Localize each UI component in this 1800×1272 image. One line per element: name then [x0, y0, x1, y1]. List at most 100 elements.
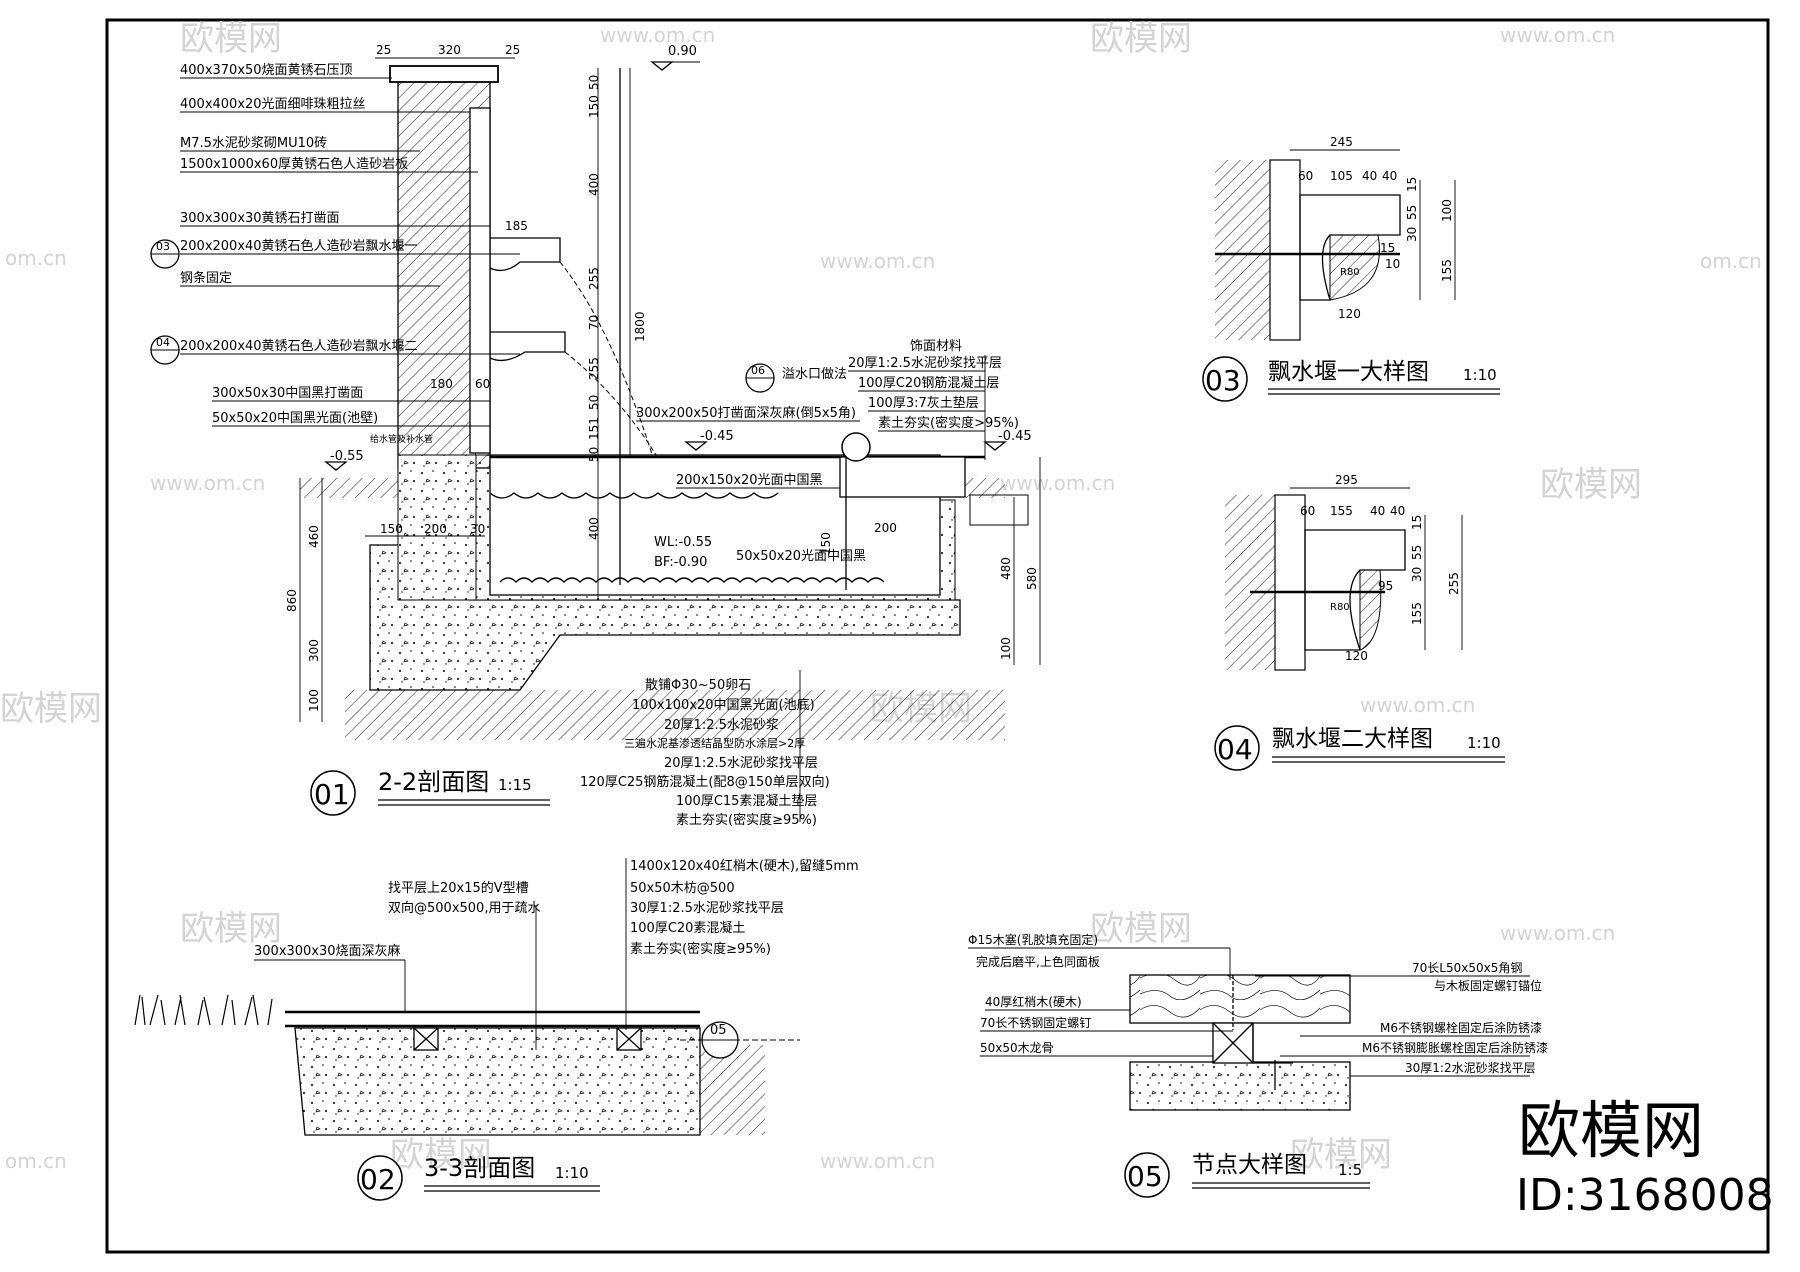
- title-scale: 1:5: [1338, 1161, 1362, 1179]
- dim-value: 25: [505, 43, 520, 57]
- dim-value: 100: [307, 689, 321, 712]
- label-edge: 50x50x20光面中国黑: [736, 549, 866, 564]
- label-layer: 70长L50x50x5角钢: [1412, 961, 1522, 975]
- level-mark: -0.55: [330, 449, 364, 464]
- dim-value: 150: [380, 522, 403, 536]
- s01-right-labels: 饰面材料 20厚1:2.5水泥砂浆找平层 100厚C20钢筋混凝土层 100厚3…: [848, 339, 1019, 460]
- dim-value: 50: [587, 395, 601, 410]
- ref-bubble-03[interactable]: 03: [150, 239, 180, 269]
- soil-hatch: [300, 478, 405, 498]
- dim-value: 60: [475, 377, 490, 391]
- s01-left-labels: 400x370x50烧面黄锈石压顶 400x400x20光面细啡珠粗拉丝 M7.…: [180, 63, 520, 427]
- weir-one: [489, 237, 561, 272]
- ref-bubble-06[interactable]: 06: [745, 363, 775, 393]
- section-03: 245 60 105 40 40 15 55 30 100 15 10 155 …: [1202, 135, 1500, 402]
- label-layer: 素土夯实(密实度≥95%): [630, 941, 771, 957]
- dim-value: 320: [438, 43, 461, 57]
- weir-two: [489, 331, 566, 362]
- dim-value: 151: [587, 417, 601, 440]
- dim-value: 860: [285, 589, 299, 612]
- label-material: 400x400x20光面细啡珠粗拉丝: [180, 97, 366, 112]
- dim-value: 150: [819, 532, 833, 555]
- title-scale: 1:10: [1467, 734, 1501, 752]
- label-finish: 100厚3:7灰土垫层: [868, 395, 979, 411]
- title-text: 节点大样图: [1192, 1152, 1307, 1178]
- label-wl: WL:-0.55: [654, 535, 712, 550]
- watermark-domain: om.cn: [5, 246, 67, 270]
- title-01: 01 2-2剖面图 1:15: [310, 768, 550, 816]
- label-layer: 50x50木枋@500: [630, 880, 735, 896]
- dim-value: 200: [874, 521, 897, 535]
- ref-bubble-04[interactable]: 04: [150, 335, 180, 365]
- watermark-brand: 欧模网: [1290, 1135, 1392, 1175]
- label-layer: 散铺Φ30~50卵石: [645, 678, 751, 693]
- s03-dimensions: 245 60 105 40 40 15 55 30 100 15 10 155 …: [1290, 135, 1456, 321]
- dim-value: R80: [1330, 602, 1350, 613]
- coping-stone: [389, 65, 499, 83]
- concrete-base: [294, 1027, 701, 1136]
- watermark-brand: 欧模网: [180, 909, 282, 949]
- watermark-domain: om.cn: [5, 1149, 67, 1173]
- dim-value: 55: [1410, 545, 1424, 560]
- title-number: 01: [314, 778, 350, 811]
- brand-stamp: 欧模网 ID:3168008: [1516, 1094, 1774, 1221]
- grass: [134, 994, 273, 1026]
- title-text: 飘水堰一大样图: [1268, 359, 1429, 385]
- title-scale: 1:10: [555, 1164, 589, 1182]
- title-text: 3-3剖面图: [424, 1154, 535, 1182]
- label-material: 400x370x50烧面黄锈石压顶: [180, 63, 353, 78]
- ref-number: 05: [710, 1023, 727, 1038]
- dim-value: 155: [1410, 602, 1424, 625]
- watermark-domain: www.om.cn: [600, 23, 715, 47]
- stamp-brand: 欧模网: [1518, 1094, 1704, 1167]
- dim-value: 100: [999, 637, 1013, 660]
- gravel-layer: [969, 494, 1029, 526]
- label-layer: 1400x120x40红梢木(硬木),留缝5mm: [630, 858, 859, 874]
- ref-number: 04: [156, 336, 170, 349]
- label-layer: M6不锈钢螺栓固定后涂防锈漆: [1380, 1020, 1542, 1035]
- dim-value: 180: [430, 377, 453, 391]
- label-material: 200x200x40黄锈石色人造砂岩飘水堰二: [180, 338, 418, 354]
- dim-value: 150: [587, 95, 601, 118]
- ref-number: 03: [156, 240, 170, 253]
- label-layer: 找平层上20x15的V型槽: [388, 880, 529, 896]
- overflow-pipe: [841, 432, 871, 462]
- dim-value: 155: [1440, 259, 1454, 282]
- label-layer: 双向@500x500,用于疏水: [388, 900, 540, 916]
- label-layer: 素土夯实(密实度≥95%): [676, 812, 817, 828]
- label-layer: Φ15木塞(乳胶填充固定): [968, 932, 1098, 947]
- ref-bubble-05[interactable]: 05: [680, 1021, 800, 1059]
- soil-hatch: [960, 478, 1005, 498]
- dim-value: 55: [1405, 205, 1419, 220]
- watermark-domain: www.om.cn: [820, 1149, 935, 1173]
- dim-value: 245: [1330, 135, 1353, 149]
- level-mark: -0.45: [998, 429, 1032, 444]
- dim-value: 30: [1410, 567, 1424, 582]
- level-mark: -0.45: [700, 429, 734, 444]
- dim-value: 120: [1345, 649, 1368, 663]
- label-material: 1500x1000x60厚黄锈石色人造砂岩板: [180, 156, 408, 172]
- s05-labels: Φ15木塞(乳胶填充固定) 完成后磨平,上色同面板 40厚红梢木(硬木) 70长…: [968, 932, 1548, 1077]
- dim-value: 105: [1330, 169, 1353, 183]
- wall-hatch: [1225, 495, 1275, 670]
- dim-value: 40: [1382, 169, 1397, 183]
- label-layer: 100厚C20素混凝土: [630, 920, 745, 936]
- title-text: 2-2剖面图: [378, 768, 489, 796]
- level-mark: 0.90: [668, 44, 697, 59]
- title-03: 03 飘水堰一大样图 1:10: [1202, 356, 1500, 402]
- wood-board: [1129, 974, 1351, 1024]
- label-layer: 70长不锈钢固定螺钉: [980, 1015, 1091, 1030]
- wall-hatch: [1215, 160, 1270, 340]
- label-layer: 100x100x20中国黑光面(池底): [632, 697, 815, 713]
- label-material: 300x300x30黄锈石打凿面: [180, 211, 340, 226]
- label-finish: 20厚1:2.5水泥砂浆找平层: [848, 356, 1002, 371]
- watermark-brand: 欧模网: [390, 1135, 492, 1175]
- title-number: 04: [1217, 733, 1253, 766]
- dim-value: 30: [1405, 227, 1419, 242]
- dim-value: 15: [1410, 515, 1424, 530]
- title-04: 04 飘水堰二大样图 1:10: [1214, 725, 1505, 771]
- watermark-brand: 欧模网: [180, 19, 282, 59]
- label-layer: 20厚1:2.5水泥砂浆: [664, 718, 779, 733]
- label-material: 50x50x20中国黑光面(池壁): [212, 411, 378, 426]
- section-05: Φ15木塞(乳胶填充固定) 完成后磨平,上色同面板 40厚红梢木(硬木) 70长…: [968, 932, 1548, 1198]
